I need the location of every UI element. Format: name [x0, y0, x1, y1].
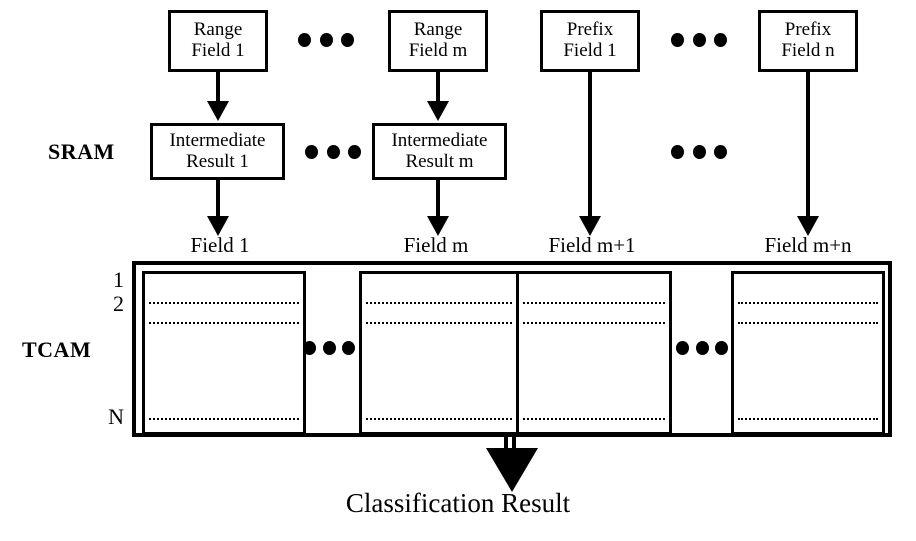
arrow-sram1-to-tcam-head [207, 216, 229, 236]
tcam-dotted-row-n [366, 418, 512, 420]
tcam-column-field-m [359, 271, 519, 435]
tcam-dotted-row-1 [738, 302, 878, 304]
ellipsis-sram [305, 145, 361, 159]
arrow-rangem-to-sram-stem [436, 72, 440, 104]
input-box-prefix-field-1-line2: Field 1 [563, 40, 617, 61]
ellipsis-input-range [298, 33, 354, 47]
input-box-range-field-1-line1: Range [193, 19, 243, 41]
arrow-range1-to-sram-head [207, 101, 229, 121]
ellipsis-input-prefix [671, 33, 727, 47]
arrow-prefix1-to-tcam-stem [588, 72, 592, 220]
tcam-frame [132, 261, 892, 437]
tcam-dotted-row-1 [523, 302, 665, 304]
sram-box-1-line1: Intermediate [169, 129, 266, 151]
ellipsis-dot [319, 33, 333, 47]
input-box-range-field-m-line1: Range [413, 19, 463, 41]
tcam-dotted-row-1 [366, 302, 512, 304]
ellipsis-dot [671, 145, 684, 159]
input-box-range-field-1-line2: Field 1 [191, 40, 245, 61]
arrow-sramm-to-tcam-stem [436, 180, 440, 220]
result-arrow-stem-right [512, 437, 516, 455]
tcam-dotted-row-n [149, 418, 299, 420]
ellipsis-tcam-right [676, 341, 728, 355]
tcam-dotted-row-2 [366, 322, 512, 324]
arrow-prefixn-to-tcam-head [797, 216, 819, 236]
sram-box-m-line1: Intermediate [391, 129, 488, 151]
sram-box-1-line2: Result 1 [186, 150, 249, 172]
tcam-row-number-2: 2 [113, 291, 124, 316]
input-box-prefix-field-1-line1: Prefix [566, 19, 614, 41]
ellipsis-dot [341, 33, 354, 47]
input-box-prefix-field-n-line2: Field n [781, 40, 835, 61]
sram-box-m-line2: Result m [405, 150, 474, 172]
field-caption-field-m-plus-1: Field m+1 [548, 233, 636, 257]
input-box-prefix-field-n: Prefix Field n [758, 10, 858, 72]
result-arrow-head [486, 448, 538, 492]
tcam-dotted-row-1 [149, 302, 299, 304]
ellipsis-dot [298, 33, 311, 47]
ellipsis-dot [326, 145, 340, 159]
field-caption-field-1: Field 1 [190, 233, 250, 257]
ellipsis-dot [714, 145, 727, 159]
tcam-dotted-row-2 [738, 322, 878, 324]
sram-box-intermediate-result-m: Intermediate Result m [372, 123, 507, 180]
sram-box-intermediate-result-1: Intermediate Result 1 [150, 123, 285, 180]
tcam-row-number-n: N [108, 404, 124, 429]
result-arrow-stem-left [504, 437, 508, 455]
ellipsis-dot [714, 33, 727, 47]
input-box-range-field-m-line2: Field m [408, 40, 468, 61]
ellipsis-dot [671, 33, 684, 47]
ellipsis-dot [692, 33, 706, 47]
arrow-sramm-to-tcam-head [427, 216, 449, 236]
input-box-prefix-field-1: Prefix Field 1 [540, 10, 640, 72]
arrow-prefixn-to-tcam-stem [806, 72, 810, 220]
ellipsis-dot [305, 145, 318, 159]
input-box-range-field-m: Range Field m [388, 10, 488, 72]
field-caption-field-m: Field m [403, 233, 469, 257]
ellipsis-dot [348, 145, 361, 159]
arrow-range1-to-sram-stem [216, 72, 220, 104]
tcam-row-number-1: 1 [113, 267, 124, 292]
arrow-sram1-to-tcam-stem [216, 180, 220, 220]
arrow-rangem-to-sram-head [427, 101, 449, 121]
input-box-prefix-field-n-line1: Prefix [784, 19, 832, 41]
tcam-label: TCAM [22, 337, 92, 362]
ellipsis-dot [692, 145, 706, 159]
tcam-column-field-m-plus-1 [516, 271, 672, 435]
ellipsis-dot [715, 341, 728, 355]
ellipsis-dot [303, 341, 316, 355]
tcam-column-field-1 [142, 271, 306, 435]
ellipsis-dot [676, 341, 689, 355]
tcam-column-field-m-plus-n [731, 271, 885, 435]
classification-result-label: Classification Result [345, 488, 571, 518]
arrow-prefix1-to-tcam-head [579, 216, 601, 236]
ellipsis-dot [695, 341, 709, 355]
ellipsis-dot [322, 341, 336, 355]
tcam-dotted-row-2 [149, 322, 299, 324]
ellipsis-tcam-left [303, 341, 355, 355]
sram-label: SRAM [48, 139, 115, 164]
field-caption-field-m-plus-n: Field m+n [764, 233, 852, 257]
tcam-dotted-row-2 [523, 322, 665, 324]
tcam-dotted-row-n [738, 418, 878, 420]
ellipsis-dot [342, 341, 355, 355]
tcam-dotted-row-n [523, 418, 665, 420]
ellipsis-prefix-gap [671, 145, 727, 159]
input-box-range-field-1: Range Field 1 [168, 10, 268, 72]
